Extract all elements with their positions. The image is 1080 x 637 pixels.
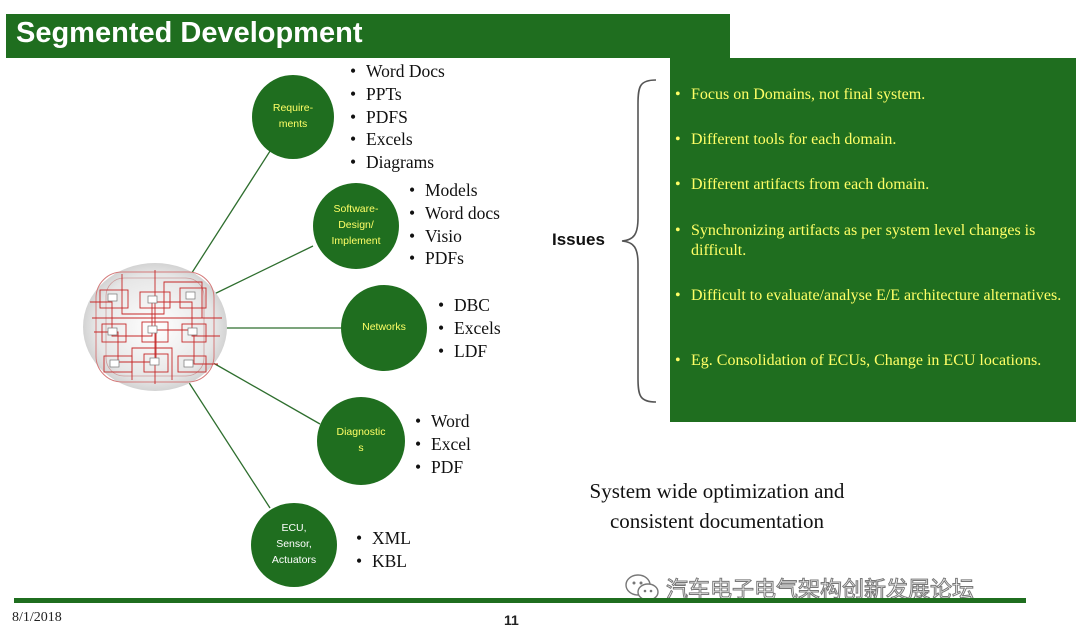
domain-label: Software- Design/ Implement: [331, 203, 381, 247]
issue-text: Synchronizing artifacts as per system le…: [691, 222, 1036, 259]
issue-text: Eg. Consolidation of ECUs, Change in ECU…: [691, 352, 1042, 369]
issue-item: •Difficult to evaluate/analyse E/E archi…: [675, 286, 1068, 351]
domain-node-diagnostics: Diagnostic s: [317, 397, 405, 485]
issues-panel: •Focus on Domains, not final system. •Di…: [670, 58, 1076, 422]
connector-ecu: [185, 377, 271, 509]
title-bar: Segmented Development: [6, 14, 730, 58]
issue-text: Difficult to evaluate/analyse E/E archit…: [691, 287, 1062, 304]
summary-text: System wide optimization and consistent …: [589, 479, 845, 533]
slide-title: Segmented Development: [16, 17, 363, 49]
page-number: 11: [504, 612, 519, 628]
issue-text: Different artifacts from each domain.: [691, 176, 930, 193]
ecu-artifact-list: XML KBL: [356, 527, 411, 573]
list-item: KBL: [356, 550, 411, 573]
issue-item: •Different tools for each domain.: [675, 130, 1068, 175]
domain-node-requirements: Require- ments: [252, 75, 334, 159]
list-item: Excels: [438, 317, 501, 340]
list-item: Word: [415, 410, 471, 433]
networks-artifact-list: DBC Excels LDF: [438, 294, 501, 362]
software-artifact-list: Models Word docs Visio PDFs: [409, 179, 500, 270]
diagnostics-artifact-list: Word Excel PDF: [415, 410, 471, 478]
list-item: Word docs: [409, 202, 500, 225]
list-item: XML: [356, 527, 411, 550]
list-item: PDFs: [409, 247, 500, 270]
domain-node-ecu-sensor-actuators: ECU, Sensor, Actuators: [251, 503, 337, 587]
list-item: PDF: [415, 456, 471, 479]
domain-label: ECU, Sensor, Actuators: [271, 522, 317, 566]
requirements-artifact-list: Word Docs PPTs PDFS Excels Diagrams: [350, 60, 445, 174]
list-item: Diagrams: [350, 151, 445, 174]
list-item: PPTs: [350, 83, 445, 106]
connector-diagnostics: [207, 359, 321, 425]
connector-software: [205, 245, 314, 299]
vehicle-ee-architecture-diagram-icon: [83, 263, 227, 391]
list-item: Excels: [350, 128, 445, 151]
domain-label: Diagnostic s: [336, 426, 386, 454]
list-item: PDFS: [350, 106, 445, 129]
domain-label: Networks: [362, 321, 406, 334]
curly-brace-icon: [621, 79, 657, 403]
issues-label: Issues: [552, 230, 605, 249]
footer-divider: [14, 598, 1026, 603]
connector-requirements: [185, 147, 273, 283]
domain-label: Require- ments: [272, 102, 314, 130]
issue-item: •Different artifacts from each domain.: [675, 175, 1068, 221]
list-item: LDF: [438, 340, 501, 363]
list-item: Models: [409, 179, 500, 202]
issue-item: •Eg. Consolidation of ECUs, Change in EC…: [675, 352, 1042, 369]
issue-text: Focus on Domains, not final system.: [691, 86, 926, 103]
list-item: DBC: [438, 294, 501, 317]
list-item: Word Docs: [350, 60, 445, 83]
domain-node-software-design: Software- Design/ Implement: [313, 183, 399, 269]
footer-date: 8/1/2018: [12, 610, 62, 625]
issue-item: •Focus on Domains, not final system.: [675, 85, 1068, 130]
issue-item: •Synchronizing artifacts as per system l…: [675, 221, 1068, 286]
domain-node-networks: Networks: [341, 285, 427, 371]
list-item: Visio: [409, 225, 500, 248]
wechat-icon: [625, 574, 659, 601]
list-item: Excel: [415, 433, 471, 456]
issue-text: Different tools for each domain.: [691, 131, 897, 148]
